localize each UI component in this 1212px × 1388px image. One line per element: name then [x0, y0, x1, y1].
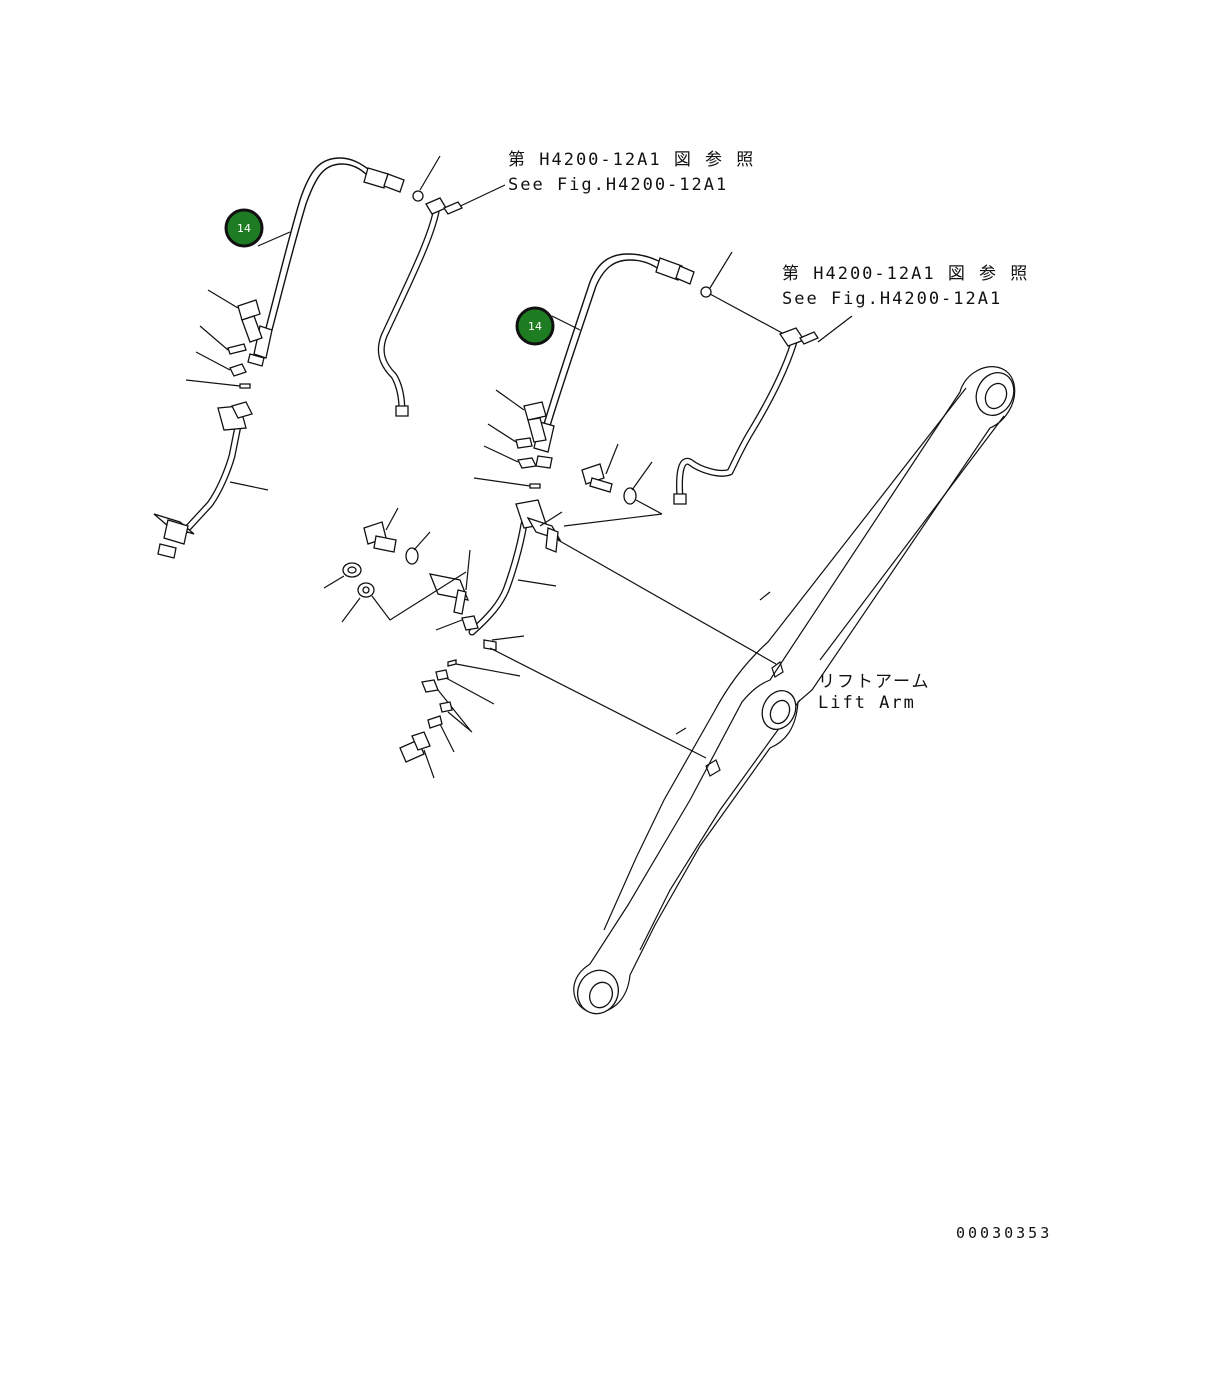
lift-arm [573, 366, 1016, 1015]
drawing-number: 00030353 [956, 1224, 1052, 1242]
callout-badge [515, 306, 555, 346]
lift-arm-jp: リフトアーム [818, 672, 930, 692]
reference-label-2: 第 H4200-12A1 図 参 照 See Fig.H4200-12A1 [782, 264, 1029, 309]
reference-jp-2: 第 H4200-12A1 図 参 照 [782, 264, 1029, 284]
callout-label: 14 [237, 222, 251, 235]
reference-jp-1: 第 H4200-12A1 図 参 照 [508, 150, 755, 170]
part-callout-14-right[interactable]: 14 [515, 306, 555, 346]
callout-label: 14 [528, 320, 542, 333]
reference-label-1: 第 H4200-12A1 図 参 照 See Fig.H4200-12A1 [508, 150, 755, 195]
reference-en-2: See Fig.H4200-12A1 [782, 289, 1002, 309]
lift-arm-en: Lift Arm [818, 693, 916, 713]
part-callout-14-left[interactable]: 14 [224, 208, 264, 248]
reference-en-1: See Fig.H4200-12A1 [508, 175, 728, 195]
callout-badge [224, 208, 264, 248]
lift-arm-label: リフトアーム Lift Arm [818, 672, 930, 713]
left-assembly [153, 155, 506, 559]
right-assembly [323, 251, 853, 779]
